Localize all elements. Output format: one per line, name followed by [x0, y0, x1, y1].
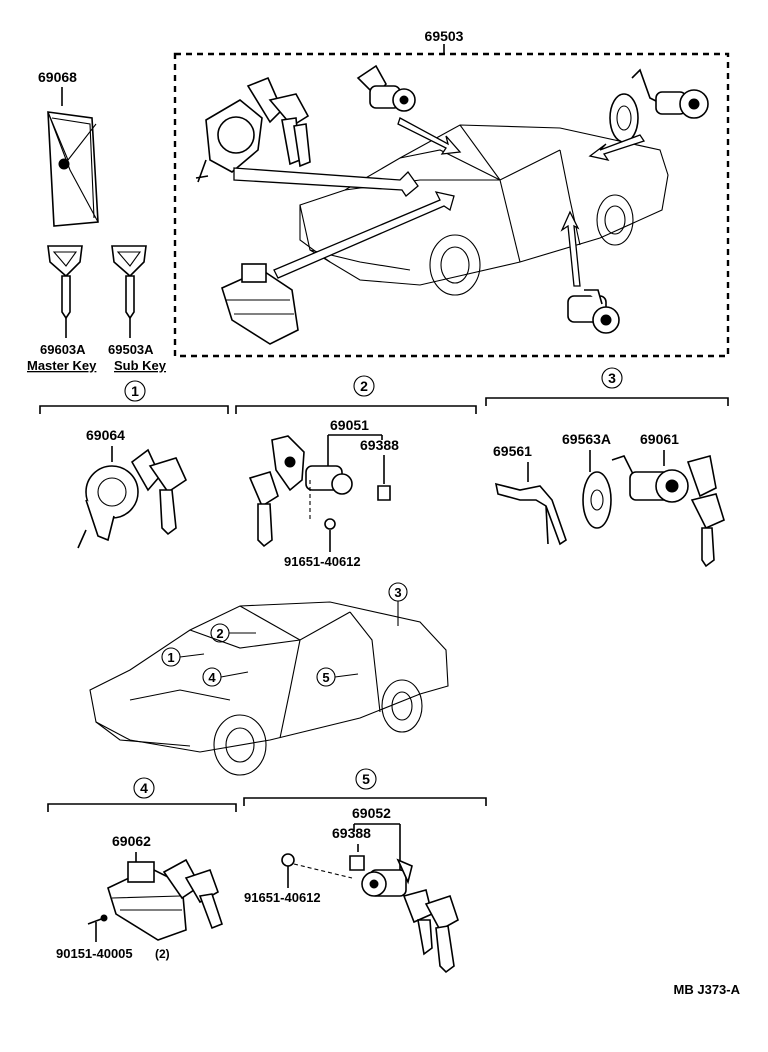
car-marker-3: 3	[388, 582, 408, 626]
group-5-label: 5	[362, 771, 370, 787]
kit-trunk-cylinder	[609, 68, 709, 143]
group-2-bracket: 2	[235, 375, 477, 414]
car-marker-2: 2	[210, 623, 256, 643]
ignition-cylinder: 69064	[77, 427, 188, 549]
retainer-2-part-number: 69388	[332, 825, 371, 841]
master-key-part-number: 69603A	[40, 342, 86, 357]
car-marker-3-label: 3	[394, 585, 401, 600]
key-case: 69068	[38, 69, 99, 227]
kit-glove-lock	[221, 263, 299, 345]
group-2-label: 2	[360, 378, 368, 394]
screw-2-part-number: 91651-40612	[244, 890, 321, 905]
sub-key: 69503A Sub Key	[108, 245, 167, 373]
kit-arrow-upper	[397, 117, 462, 155]
door-cylinder-rh-part-number: 69052	[352, 805, 391, 821]
kit-door-cylinder-upper	[356, 64, 416, 112]
master-key-label: Master Key	[27, 358, 97, 373]
car-marker-1-label: 1	[167, 650, 174, 665]
pad-part-number: 69563A	[562, 431, 611, 447]
kit-arrow-door-lower	[560, 210, 581, 287]
group-4-bracket: 4	[47, 777, 237, 812]
sub-key-label: Sub Key	[114, 358, 167, 373]
key-case-part-number: 69068	[38, 69, 77, 85]
ignition-cylinder-part-number: 69064	[86, 427, 125, 443]
kit-ignition-assembly	[195, 76, 311, 183]
group-3-label: 3	[608, 370, 616, 386]
trunk-cylinder-part-number: 69061	[640, 431, 679, 447]
kit-box: 69503	[173, 28, 730, 358]
group-5-bracket: 5	[243, 768, 487, 806]
location-car-illustration	[89, 601, 449, 776]
group-3-bracket: 3	[485, 367, 729, 406]
car-marker-4: 4	[202, 667, 249, 687]
car-marker-1: 1	[161, 647, 205, 667]
car-marker-4-label: 4	[208, 670, 216, 685]
screw-1-part-number: 91651-40612	[284, 554, 361, 569]
sub-key-part-number: 69503A	[108, 342, 154, 357]
kit-arrow-glove	[273, 191, 455, 279]
rod-part-number: 69561	[493, 443, 532, 459]
diagram-code: MB J373-A	[674, 982, 741, 997]
door-cylinder-lh: 69051 69388 91651-40612	[248, 417, 399, 569]
master-key: 69603A Master Key	[27, 245, 97, 373]
glove-cylinder-part-number: 69062	[112, 833, 151, 849]
glove-screw-quantity: (2)	[155, 947, 170, 961]
group-4-label: 4	[140, 780, 148, 796]
glove-screw-part-number: 90151-40005	[56, 946, 133, 961]
door-cylinder-rh: 69052 69388 91651-40612	[244, 805, 459, 974]
retainer-1-part-number: 69388	[360, 437, 399, 453]
group-1-label: 1	[131, 383, 139, 399]
kit-door-cylinder-lower	[567, 289, 620, 334]
door-cylinder-lh-part-number: 69051	[330, 417, 369, 433]
trunk-lock-set: 69561 69563A 69061	[493, 431, 725, 568]
kit-arrow-trunk	[588, 134, 646, 161]
car-marker-5-label: 5	[322, 670, 329, 685]
group-1-bracket: 1	[39, 380, 229, 414]
kit-part-number: 69503	[425, 28, 464, 44]
glove-box-cylinder: 69062 90151-40005 (2)	[56, 833, 223, 961]
car-marker-5: 5	[316, 667, 359, 687]
kit-arrow-ignition	[233, 167, 419, 197]
car-marker-2-label: 2	[216, 626, 223, 641]
